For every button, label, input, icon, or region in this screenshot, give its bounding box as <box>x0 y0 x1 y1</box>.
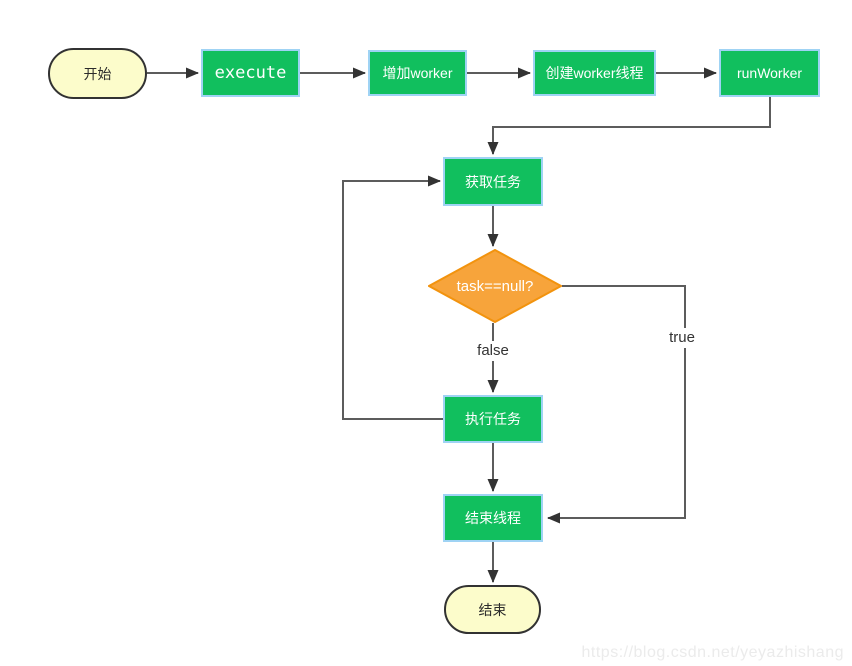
node-run-worker: runWorker <box>719 49 820 97</box>
node-end-thread: 结束线程 <box>443 494 543 542</box>
edge-runworker-gettask <box>487 97 771 155</box>
edge-decision-endthread-true <box>547 285 686 524</box>
node-execute-task: 执行任务 <box>443 395 543 443</box>
node-start: 开始 <box>48 48 147 99</box>
node-add-worker: 增加worker <box>368 50 467 96</box>
node-start-label: 开始 <box>83 65 112 82</box>
node-get-task-label: 获取任务 <box>465 173 521 190</box>
decision-diamond-shape <box>428 249 562 323</box>
edge-label-true: true <box>659 328 705 348</box>
node-end-label: 结束 <box>478 601 507 618</box>
node-create-worker-thread: 创建worker线程 <box>533 50 656 96</box>
node-create-worker-thread-label: 创建worker线程 <box>545 65 644 81</box>
node-end-thread-label: 结束线程 <box>465 510 521 526</box>
edge-executetask-gettask-loop <box>342 175 443 420</box>
node-add-worker-label: 增加worker <box>382 65 453 81</box>
node-run-worker-label: runWorker <box>736 65 803 81</box>
node-get-task: 获取任务 <box>443 157 543 206</box>
node-task-null-decision: task==null? <box>428 249 562 323</box>
edge-label-false: false <box>467 341 519 361</box>
node-task-null-decision-label: task==null? <box>456 277 534 295</box>
node-execute: execute <box>201 49 300 97</box>
node-execute-task-label: 执行任务 <box>465 411 521 427</box>
node-end: 结束 <box>444 585 541 634</box>
node-execute-label: execute <box>214 63 287 83</box>
csdn-watermark: https://blog.csdn.net/yeyazhishang <box>581 644 844 661</box>
